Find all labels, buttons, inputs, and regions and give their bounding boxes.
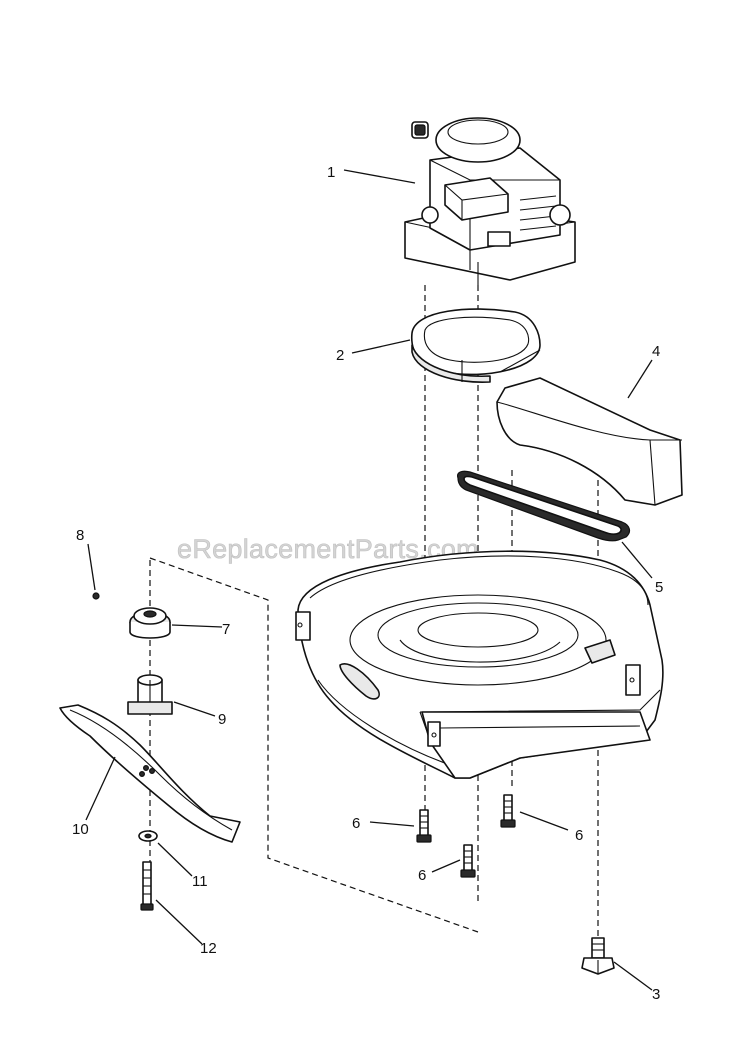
drive-belt [457, 470, 631, 542]
hex-bolt [581, 937, 615, 975]
callout-6b: 6 [575, 827, 583, 844]
blade-adapter [127, 674, 173, 715]
callout-2: 2 [336, 347, 344, 364]
callout-4: 4 [652, 343, 660, 360]
shroud-ring [411, 308, 541, 383]
callout-3: 3 [652, 986, 660, 1003]
pulley [129, 607, 171, 639]
callout-9: 9 [218, 711, 226, 728]
callout-6c: 6 [418, 867, 426, 884]
washer [138, 830, 158, 842]
watermark: eReplacementParts.com [177, 534, 479, 564]
bolt-6b [500, 794, 516, 828]
bolt-6c [460, 844, 476, 878]
bolt-6a [416, 809, 432, 843]
callout-7: 7 [222, 621, 230, 638]
callout-6a: 6 [352, 815, 360, 832]
callout-labels: 1 2 4 5 8 7 9 10 6 6 6 11 12 3 [72, 164, 663, 1003]
blade-bolt [140, 861, 154, 911]
small-screw [92, 592, 100, 600]
mower-deck [295, 550, 664, 779]
engine [404, 117, 576, 285]
callout-11: 11 [192, 873, 208, 890]
leader-lines [85, 169, 653, 991]
discharge-cover [496, 377, 683, 506]
callout-8: 8 [76, 527, 84, 544]
callout-10: 10 [72, 821, 89, 838]
callout-5: 5 [655, 579, 663, 596]
callout-1: 1 [327, 164, 335, 181]
mower-blade [59, 704, 241, 843]
callout-12: 12 [200, 940, 217, 957]
